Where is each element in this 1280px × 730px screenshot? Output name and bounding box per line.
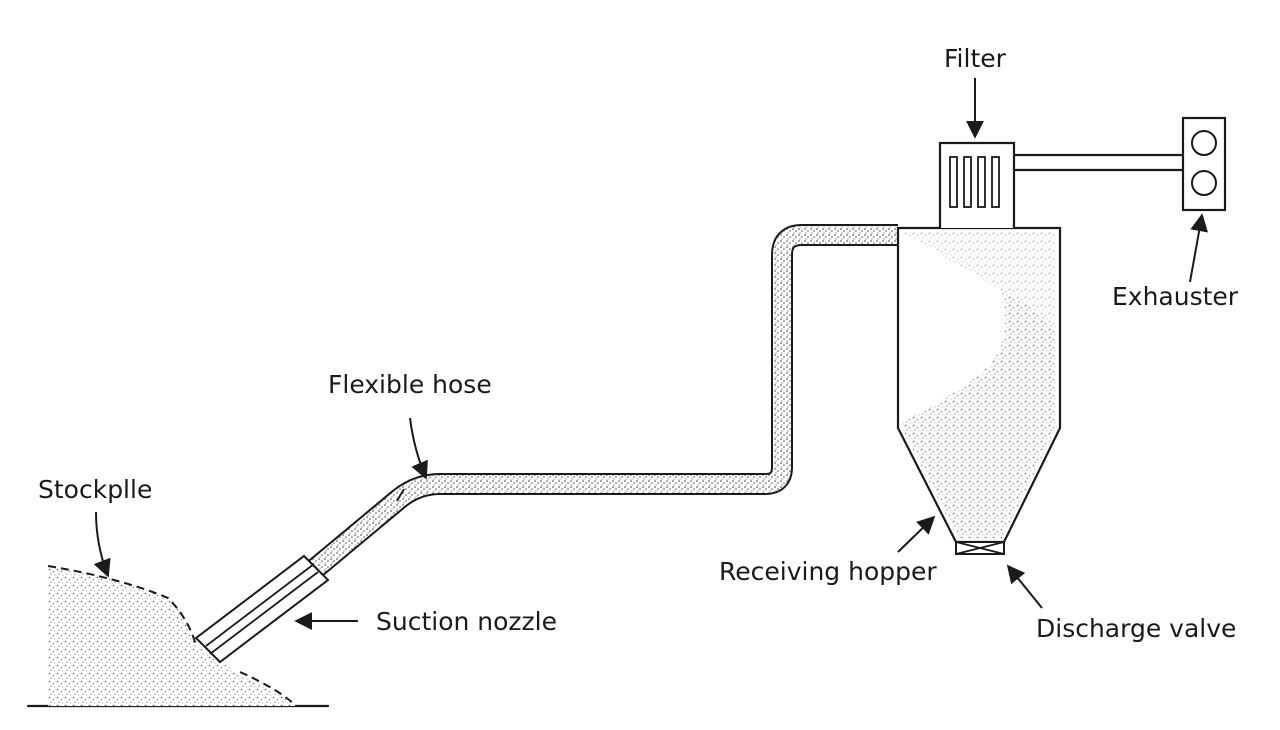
stockpile-label: Stockplle: [38, 475, 152, 504]
stockpile-arrow: [93, 511, 111, 578]
receiving-hopper-arrow: [897, 515, 936, 553]
receiving-hopper-label: Receiving hopper: [719, 557, 937, 586]
stockpile: [47, 565, 297, 707]
exhauster: [1181, 116, 1227, 212]
receiving-hopper: [896, 226, 1062, 544]
discharge-valve-label: Discharge valve: [1036, 614, 1236, 643]
flexible-hose-label: Flexible hose: [328, 370, 492, 399]
flexible-hose: [207, 224, 898, 661]
flexible-hose-arrow: [409, 417, 428, 480]
exhauster-label: Exhauster: [1112, 282, 1239, 311]
suction-nozzle: [194, 554, 330, 664]
exhaust-duct: [1012, 153, 1185, 172]
exhauster-arrow: [1189, 213, 1209, 283]
filter-label: Filter: [944, 44, 1007, 73]
suction-nozzle-label: Suction nozzle: [376, 607, 557, 636]
discharge-valve-arrow: [1006, 564, 1043, 609]
discharge-valve: [955, 541, 1005, 555]
filter-housing: [938, 141, 1016, 228]
